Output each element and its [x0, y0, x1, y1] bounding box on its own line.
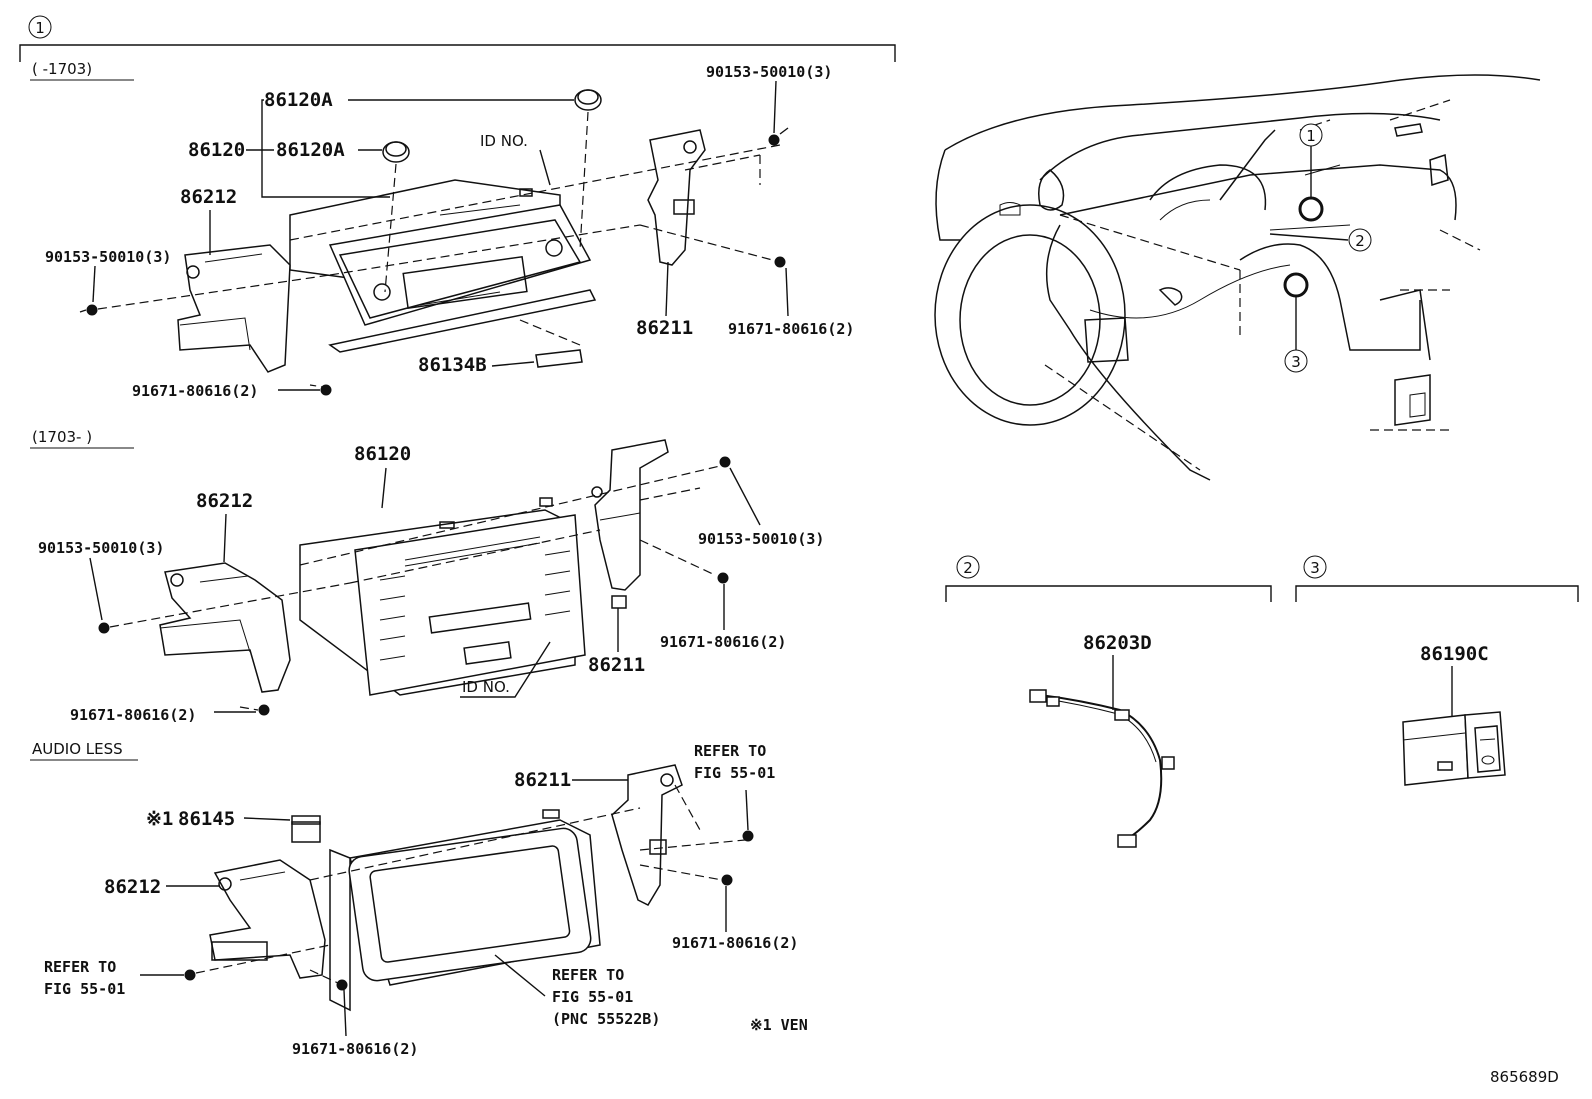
screw-lower-new	[258, 704, 270, 716]
part-86145: 86145	[178, 808, 235, 830]
refer-to-bottom: REFER TO	[552, 966, 624, 984]
footnote-ven: ※1 VEN	[750, 1016, 808, 1034]
part-91671-left-old: 91671-80616(2)	[132, 382, 258, 400]
fig-55-01-left: FIG 55-01	[44, 980, 125, 998]
part-86211-new: 86211	[588, 654, 645, 676]
vehicle-interior-overview: 1 2 3	[934, 74, 1541, 481]
fig-55-01-upper: FIG 55-01	[694, 764, 775, 782]
bracket-right-audio-less	[611, 764, 683, 906]
screw-upper-right-old	[768, 127, 789, 146]
refer-to-left: REFER TO	[44, 958, 116, 976]
vin-prefix: ※1	[146, 808, 173, 830]
section-1-header: 1 ( -1703)	[19, 15, 896, 81]
pnc-55522b: (PNC 55522B)	[552, 1010, 660, 1028]
part-86120-old: 86120	[188, 139, 245, 161]
part-91671-right-new: 91671-80616(2)	[660, 633, 786, 651]
id-label-new: ID NO.	[462, 678, 510, 696]
jack-cable	[1029, 689, 1175, 848]
group-before-1703: 86120A 86120 86120A 86212 90153-50010(3)…	[45, 63, 854, 400]
overview-marker-3: 3	[1291, 353, 1301, 371]
part-91671-bottom-audio-less: 91671-80616(2)	[292, 1040, 418, 1058]
screw-right-lower-audio-less	[721, 874, 733, 886]
radio-unit-old	[289, 179, 597, 353]
screw-right-upper-audio-less	[742, 830, 754, 842]
part-90153-right-new: 90153-50010(3)	[698, 530, 824, 548]
bracket-right-new	[591, 439, 669, 609]
part-91671-right-audio-less: 91671-80616(2)	[672, 934, 798, 952]
section-marker-2: 2	[963, 559, 973, 577]
id-label-old: ID NO.	[480, 132, 528, 150]
overview-marker-1: 1	[1306, 127, 1316, 145]
screw-left-new	[98, 622, 110, 634]
screw-left-old	[79, 304, 98, 316]
group-label-before-1703: ( -1703)	[32, 60, 92, 78]
screw-left-audio-less	[184, 969, 196, 981]
panel-cover	[535, 349, 583, 368]
fig-55-01-bottom: FIG 55-01	[552, 988, 633, 1006]
bracket-left-new	[159, 562, 291, 693]
usb-adapter	[1402, 711, 1506, 786]
vin-part-clip	[291, 815, 321, 843]
group-audio-less: AUDIO LESS	[30, 740, 808, 1058]
refer-to-upper: REFER TO	[694, 742, 766, 760]
figure-code: 865689D	[1490, 1068, 1559, 1086]
screw-upper-right-new	[719, 456, 731, 468]
part-90153-left-new: 90153-50010(3)	[38, 539, 164, 557]
knob-lower	[382, 141, 410, 163]
part-86211-audio-less: 86211	[514, 769, 571, 791]
group-label-audio-less: AUDIO LESS	[32, 740, 123, 758]
screw-mid-right-new	[717, 572, 729, 584]
bracket-left-old	[177, 244, 291, 373]
bezel-panel	[329, 809, 601, 1012]
part-86212-new: 86212	[196, 490, 253, 512]
part-91671-left-new: 91671-80616(2)	[70, 706, 196, 724]
part-86190C: 86190C	[1420, 643, 1489, 665]
part-86120-new: 86120	[354, 443, 411, 465]
part-90153-right-old: 90153-50010(3)	[706, 63, 832, 81]
group-label-after-1703: (1703- )	[32, 428, 92, 446]
section-marker-1: 1	[35, 19, 45, 37]
overview-marker-2: 2	[1355, 232, 1365, 250]
section-marker-3: 3	[1310, 559, 1320, 577]
part-86134B: 86134B	[418, 354, 487, 376]
part-86120A-lower: 86120A	[276, 139, 345, 161]
part-90153-left-old: 90153-50010(3)	[45, 248, 171, 266]
part-86120A-upper: 86120A	[264, 89, 333, 111]
part-86212-audio-less: 86212	[104, 876, 161, 898]
bracket-left-audio-less	[209, 859, 326, 979]
part-86203D: 86203D	[1083, 632, 1152, 654]
screw-bottom-audio-less	[336, 979, 348, 991]
group-after-1703: (1703- )	[30, 428, 824, 724]
radio-unit-new	[299, 497, 586, 696]
part-91671-right-old: 91671-80616(2)	[728, 320, 854, 338]
part-86211-old: 86211	[636, 317, 693, 339]
section-2: 2 86203D	[945, 555, 1272, 848]
bracket-right-old	[647, 129, 706, 266]
knob-upper	[574, 89, 602, 111]
section-3: 3 86190C	[1295, 555, 1579, 786]
part-86212-old: 86212	[180, 186, 237, 208]
